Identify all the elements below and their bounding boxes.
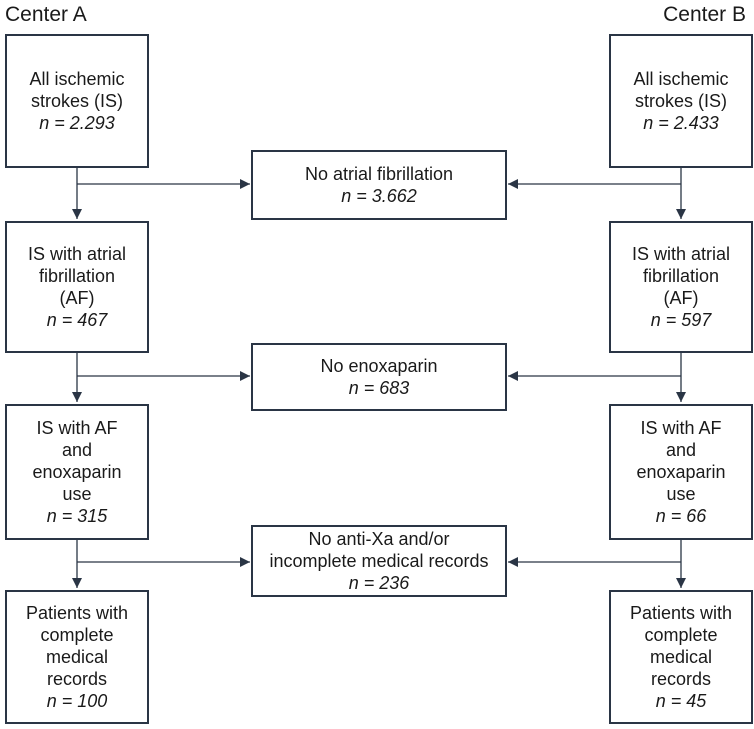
box-b-enox: IS with AF and enoxaparin use n = 66	[609, 404, 753, 540]
box-b-enox-count: n = 66	[655, 506, 707, 526]
box-b-enox-title: IS with AF and enoxaparin use	[636, 418, 726, 504]
box-no-antixa-count: n = 236	[348, 573, 410, 593]
box-a-af: IS with atrial fibrillation (AF) n = 467	[5, 221, 149, 353]
box-a-enox-count: n = 315	[46, 506, 108, 526]
box-no-antixa-title: No anti-Xa and/or incomplete medical rec…	[269, 529, 489, 571]
box-a-all-is-count: n = 2.293	[39, 113, 115, 133]
box-a-enox: IS with AF and enoxaparin use n = 315	[5, 404, 149, 540]
box-no-enox-count: n = 683	[348, 378, 410, 398]
box-a-complete-count: n = 100	[46, 691, 108, 711]
box-b-complete-count: n = 45	[655, 691, 707, 711]
box-a-enox-title: IS with AF and enoxaparin use	[32, 418, 122, 504]
box-no-af-title: No atrial fibrillation	[304, 164, 454, 184]
box-a-af-count: n = 467	[46, 310, 108, 330]
box-b-af-count: n = 597	[650, 310, 712, 330]
box-no-antixa: No anti-Xa and/or incomplete medical rec…	[251, 525, 507, 597]
box-b-af-title: IS with atrial fibrillation (AF)	[631, 244, 731, 308]
box-a-all-is-title: All ischemic strokes (IS)	[29, 69, 125, 111]
box-b-complete: Patients with complete medical records n…	[609, 590, 753, 724]
box-a-complete-title: Patients with complete medical records	[25, 603, 129, 689]
box-b-all-is: All ischemic strokes (IS) n = 2.433	[609, 34, 753, 168]
box-b-all-is-title: All ischemic strokes (IS)	[633, 69, 729, 111]
box-a-complete: Patients with complete medical records n…	[5, 590, 149, 724]
box-b-complete-title: Patients with complete medical records	[629, 603, 733, 689]
box-no-enox: No enoxaparin n = 683	[251, 343, 507, 411]
box-no-af: No atrial fibrillation n = 3.662	[251, 150, 507, 220]
center-b-label: Center B	[663, 3, 746, 26]
center-a-label: Center A	[5, 3, 87, 26]
box-b-af: IS with atrial fibrillation (AF) n = 597	[609, 221, 753, 353]
box-no-af-count: n = 3.662	[341, 186, 417, 206]
box-a-all-is: All ischemic strokes (IS) n = 2.293	[5, 34, 149, 168]
box-no-enox-title: No enoxaparin	[320, 356, 438, 376]
box-a-af-title: IS with atrial fibrillation (AF)	[27, 244, 127, 308]
box-b-all-is-count: n = 2.433	[643, 113, 719, 133]
